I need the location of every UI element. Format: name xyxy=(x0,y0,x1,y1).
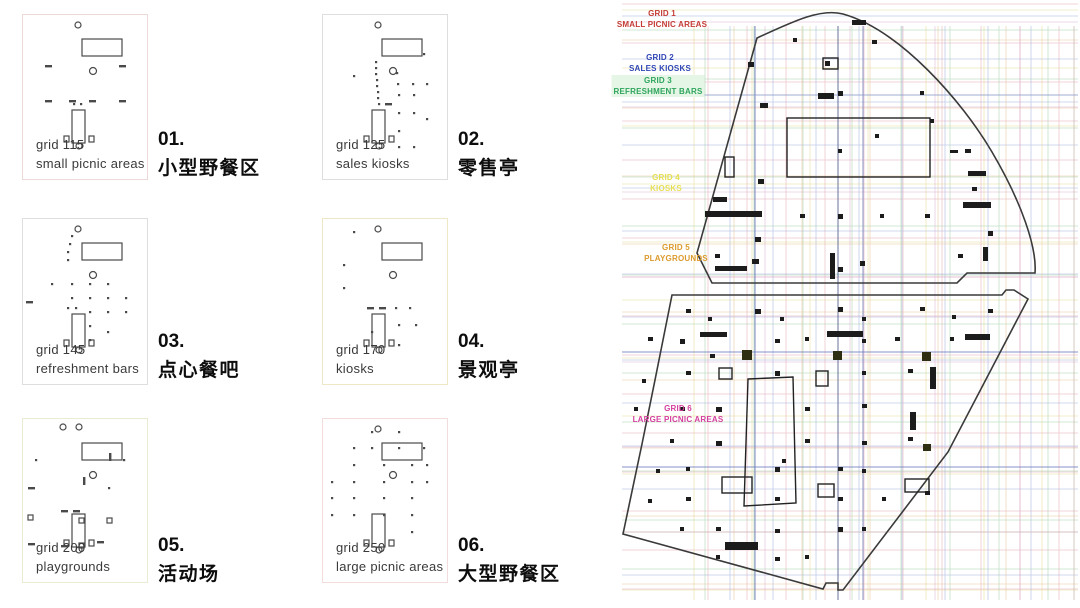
grid-annotation-number: GRID 5 xyxy=(662,243,690,252)
item-index: 01. xyxy=(158,129,185,150)
grid-annotation-number: GRID 3 xyxy=(611,75,705,87)
grid-pattern-diagram xyxy=(45,21,126,150)
item-program-zh: 点心餐吧 xyxy=(158,360,241,381)
site-plan-panel: GRID 1 SMALL PICNIC AREAS GRID 2 SALES KIOS… xyxy=(611,0,1080,608)
grid-diagram-tile: grid 250 large picnic areas xyxy=(322,418,448,583)
grid-pattern-diagram xyxy=(343,225,423,354)
grid-pattern-diagram xyxy=(331,425,429,554)
item-index: 04. xyxy=(458,331,485,352)
grid-annotation-number: GRID 6 xyxy=(664,404,692,413)
item-index: 06. xyxy=(458,535,485,556)
legend-item-label: 05. 活动场 xyxy=(158,535,220,586)
tile-grid-label: grid 170 xyxy=(336,342,386,358)
tile-caption: grid 115 small picnic areas xyxy=(36,136,145,174)
legend-item-label: 06. 大型野餐区 xyxy=(458,535,561,586)
grid-annotation: GRID 4 KIOSKS xyxy=(648,172,684,194)
grid-annotation-number: GRID 4 xyxy=(652,173,680,182)
item-index: 02. xyxy=(458,129,485,150)
tile-program-en: playgrounds xyxy=(36,559,111,575)
grid-diagram-tile: grid 145 refreshment bars xyxy=(22,218,148,385)
tile-program-en: large picnic areas xyxy=(336,559,444,575)
tile-caption: grid 170 kiosks xyxy=(336,341,385,379)
item-index: 03. xyxy=(158,331,185,352)
grid-pattern-diagram xyxy=(353,21,429,150)
legend-item-label: 03. 点心餐吧 xyxy=(158,331,240,382)
grid-250-large-picnic-areas xyxy=(622,21,1078,600)
item-program-zh: 活动场 xyxy=(158,564,220,585)
tile-grid-label: grid 145 xyxy=(36,342,86,358)
grid-diagram-tile: grid 115 small picnic areas xyxy=(22,14,148,180)
tile-grid-label: grid 125 xyxy=(336,137,386,153)
tile-program-en: refreshment bars xyxy=(36,361,140,377)
grid-annotation-program: PLAYGROUNDS xyxy=(644,254,708,264)
grid-annotation-program: REFRESHMENT BARS xyxy=(611,86,705,98)
item-program-zh: 零售亭 xyxy=(458,158,520,179)
tile-grid-label: grid 200 xyxy=(36,540,86,556)
grid-annotation: GRID 2 SALES KIOSKS xyxy=(627,52,693,74)
tile-program-en: kiosks xyxy=(336,361,374,377)
grid-annotation-program: KIOSKS xyxy=(650,184,682,194)
grid-diagram-tile: grid 125 sales kiosks xyxy=(322,14,448,180)
legend-item-label: 02. 零售亭 xyxy=(458,129,520,180)
site-boundary-upper xyxy=(696,11,1036,284)
legend-item-label: 01. 小型野餐区 xyxy=(158,129,261,180)
item-program-zh: 景观亭 xyxy=(458,360,520,381)
grid-annotation-program: SMALL PICNIC AREAS xyxy=(616,20,708,30)
grid-annotation-program: LARGE PICNIC AREAS xyxy=(632,415,724,425)
tile-program-en: sales kiosks xyxy=(336,156,410,172)
tile-grid-label: grid 250 xyxy=(336,540,386,556)
legend-item-label: 04. 景观亭 xyxy=(458,331,520,382)
grid-annotation: GRID 5 PLAYGROUNDS xyxy=(642,242,710,264)
grid-annotation-number: GRID 1 xyxy=(648,9,676,18)
grid-annotation-number: GRID 2 xyxy=(646,53,674,62)
tile-caption: grid 125 sales kiosks xyxy=(336,136,410,174)
grid-annotation: GRID 6 LARGE PICNIC AREAS xyxy=(631,403,726,425)
tile-grid-label: grid 115 xyxy=(36,137,85,153)
site-plan-drawing xyxy=(622,3,1078,600)
item-program-zh: 小型野餐区 xyxy=(158,158,261,179)
item-program-zh: 大型野餐区 xyxy=(458,564,561,585)
grid-pattern-diagram xyxy=(26,225,128,354)
tile-caption: grid 145 refreshment bars xyxy=(36,341,139,379)
site-boundary-lower xyxy=(622,289,1030,591)
grid-annotation-program: SALES KIOSKS xyxy=(629,64,691,74)
tile-caption: grid 250 large picnic areas xyxy=(336,539,443,577)
grid-diagram-tile: grid 170 kiosks xyxy=(322,218,448,385)
grid-diagram-tile: grid 200 playgrounds xyxy=(22,418,148,583)
item-index: 05. xyxy=(158,535,185,556)
tile-program-en: small picnic areas xyxy=(36,156,145,172)
grid-annotation: GRID 1 SMALL PICNIC AREAS xyxy=(615,8,709,30)
grid-pattern-diagram xyxy=(27,423,126,554)
tile-caption: grid 200 playgrounds xyxy=(36,539,110,577)
